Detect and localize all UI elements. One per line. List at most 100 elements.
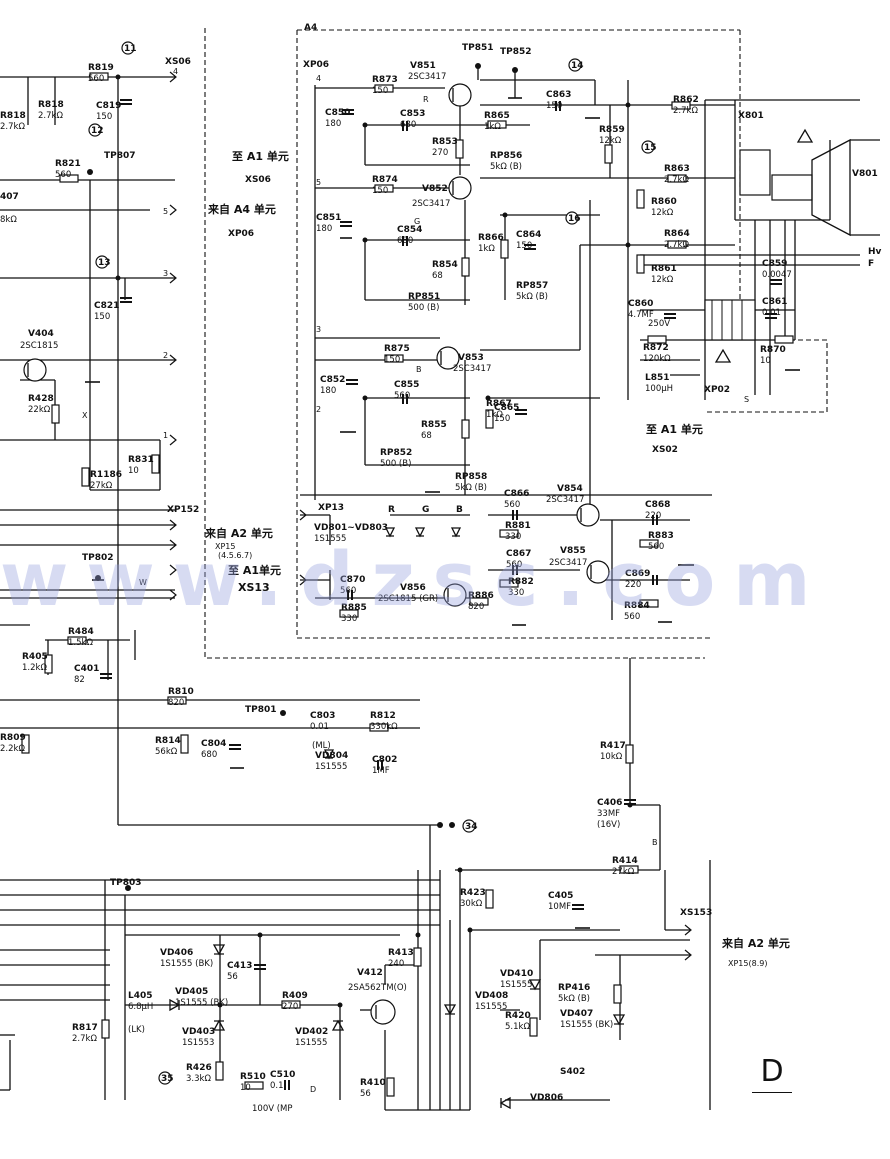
value-r817: 2.7kΩ [72, 1034, 97, 1044]
label-r884: R884 [624, 601, 650, 611]
transistor-v855 [586, 560, 610, 584]
value-vd406: 1S1555 (BK) [160, 959, 213, 969]
label-xp15: XP15 [215, 542, 235, 551]
label-r405: R405 [22, 652, 48, 662]
label-tp803: TP803 [110, 878, 142, 888]
label-v853: V853 [458, 353, 484, 363]
label-r426: R426 [186, 1063, 212, 1073]
value-c852: 180 [320, 386, 336, 396]
label-vd405: VD405 [175, 987, 208, 997]
label-tp801: TP801 [245, 705, 277, 715]
value-r410: 56 [360, 1089, 371, 1099]
label-r413: R413 [388, 948, 414, 958]
label-vd804: VD804 [315, 751, 348, 761]
note-from-a2-b: 来自 A2 单元 [721, 936, 790, 950]
label-r409: R409 [282, 991, 308, 1001]
label-r860: R860 [651, 197, 677, 207]
value-c854: 680 [397, 236, 413, 246]
value-r875: 150 [384, 355, 400, 365]
label-pin-w: W [139, 578, 147, 587]
label-c859: C859 [762, 259, 787, 269]
value-c869: 220 [625, 580, 641, 590]
value-r866: 1kΩ [478, 244, 495, 254]
value-r484: 1.5kΩ [68, 638, 93, 648]
label-c510: C510 [270, 1070, 295, 1080]
label-r854: R854 [432, 260, 458, 270]
label-xp06-pin4: 4 [316, 74, 321, 83]
label-l851: L851 [645, 373, 670, 383]
label-v404: V404 [28, 329, 54, 339]
value-r855: 68 [421, 431, 432, 441]
value-r885: 330 [341, 614, 357, 624]
label-c851: C851 [316, 213, 341, 223]
transistor-v404 [23, 358, 47, 382]
value-r862: 2.7kΩ [673, 106, 698, 116]
label-pin2a: 2 [163, 351, 168, 360]
cut-label-r818-val: 2.7kΩ [0, 122, 25, 132]
value-r426: 3.3kΩ [186, 1074, 211, 1084]
label-r881: R881 [505, 521, 531, 531]
value-rp858: 5kΩ (B) [455, 483, 487, 493]
note-from-a4: 来自 A4 单元 [207, 202, 276, 216]
transistor-v854 [576, 503, 600, 527]
label-rp857: RP857 [516, 281, 548, 291]
value-r870: 10 [760, 356, 771, 366]
cut-label-8k: 8kΩ [0, 215, 17, 225]
value-c406v: (16V) [597, 820, 620, 830]
label-c802: C802 [372, 755, 397, 765]
value-rp856: 5kΩ (B) [490, 162, 522, 172]
value-c865: 150 [494, 414, 510, 424]
note-to-a1-xs13: 至 A1单元 [228, 563, 281, 577]
label-r855: R855 [421, 420, 447, 430]
label-vd410: VD410 [500, 969, 533, 979]
label-v854: V854 [557, 484, 583, 494]
value-c851: 180 [316, 224, 332, 234]
label-v856-type: 2SC1815 (GR) [378, 594, 438, 604]
label-r817: R817 [72, 1023, 98, 1033]
diode-symbols [169, 527, 626, 1110]
label-tp851: TP851 [462, 43, 494, 53]
label-v404-type: 2SC1815 [20, 341, 58, 351]
value-vd408: 1S1555 [475, 1002, 507, 1012]
value-r810: 820 [168, 698, 184, 708]
value-c859: 0.0047 [762, 270, 792, 280]
marker-15: 15 [644, 143, 657, 153]
value-vd402: 1S1555 [295, 1038, 327, 1048]
cut-label-r818: R818 [0, 111, 26, 121]
label-vd402: VD402 [295, 1027, 328, 1037]
label-node-g: G [414, 217, 420, 226]
ground-symbols [85, 97, 800, 929]
capacitor-plates [100, 99, 782, 1090]
label-v851-type: 2SC3417 [408, 72, 446, 82]
label-r417: R417 [600, 741, 626, 751]
label-r414: R414 [612, 856, 638, 866]
label-xs02: XS02 [652, 445, 678, 455]
label-hv: Hv [868, 247, 882, 257]
value-r417: 10kΩ [600, 752, 623, 762]
value-r859: 12kΩ [599, 136, 622, 146]
label-v855-type: 2SC3417 [549, 558, 587, 568]
label-r818: R818 [38, 100, 64, 110]
label-r484: R484 [68, 627, 94, 637]
label-rp851: RP851 [408, 292, 440, 302]
label-r861: R861 [651, 264, 677, 274]
label-c864: C864 [516, 230, 541, 240]
value-r867: 1kΩ [486, 410, 503, 420]
value-vd403: 1S1553 [182, 1038, 214, 1048]
cut-edge-labels: R818 2.7kΩ 407 8kΩ [0, 111, 26, 225]
value-r1186: 27kΩ [90, 481, 113, 491]
label-r1186: R1186 [90, 470, 122, 480]
label-v852: V852 [422, 184, 448, 194]
label-r859: R859 [599, 125, 625, 135]
value-c853: 680 [400, 120, 416, 130]
value-c401: 82 [74, 675, 85, 685]
value-r510: 10 [240, 1083, 251, 1093]
label-v854-type: 2SC3417 [546, 495, 584, 505]
value-vd405: 1S1555 (BK) [175, 998, 228, 1008]
value-r872: 120kΩ [643, 354, 671, 364]
label-r885: R885 [341, 603, 367, 613]
cut-label-407: 407 [0, 192, 19, 202]
label-rp852: RP852 [380, 448, 412, 458]
label-r853: R853 [432, 137, 458, 147]
